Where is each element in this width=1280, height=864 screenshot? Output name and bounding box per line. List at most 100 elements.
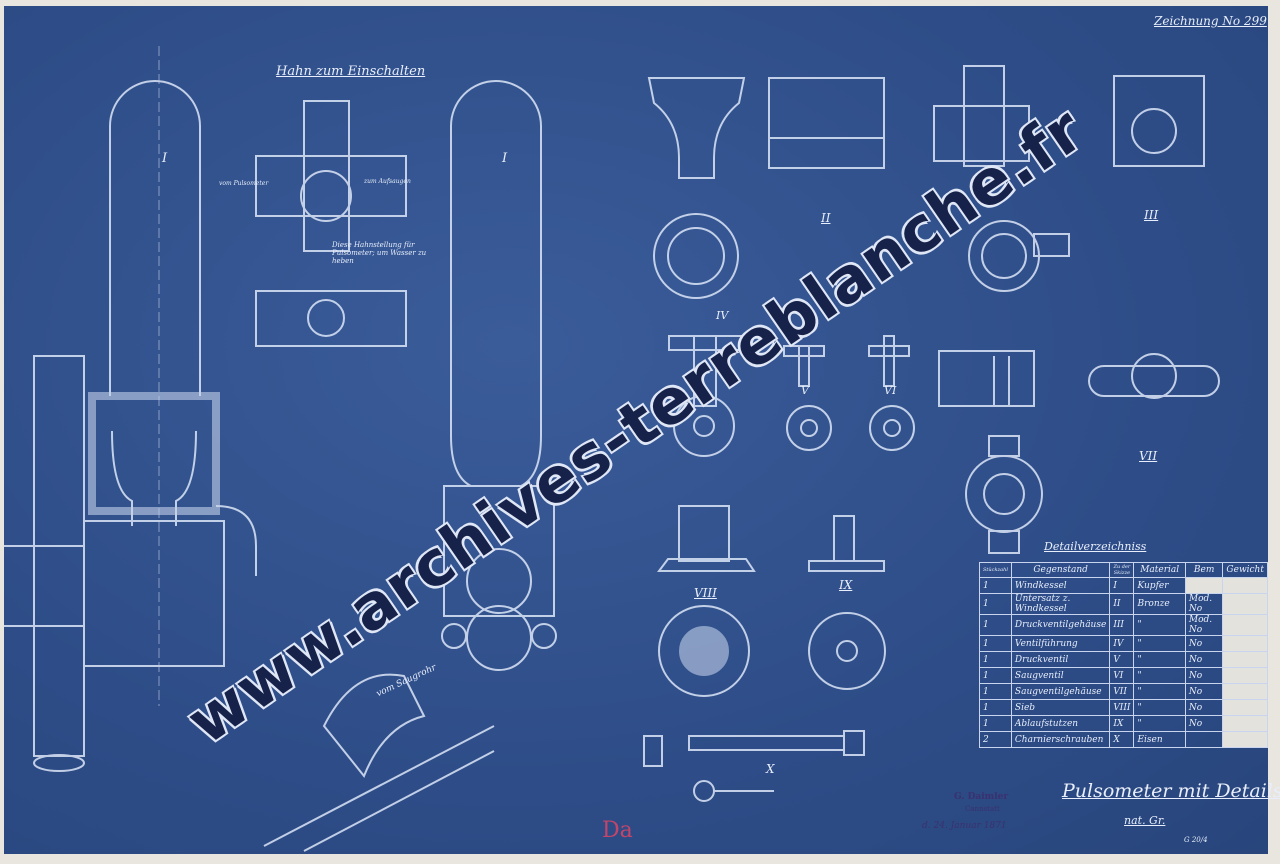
table-cell: " xyxy=(1133,715,1186,732)
table-cell: Windkessel xyxy=(1010,577,1111,594)
table-cell: " xyxy=(1133,667,1186,684)
table-cell: No xyxy=(1184,635,1224,652)
numeral-v: V xyxy=(801,384,809,397)
header-item: Gegenstand xyxy=(1010,562,1111,578)
drawing-scale: nat. Gr. xyxy=(1124,814,1166,827)
windkessel-left-drawing xyxy=(4,46,257,772)
table-cell: Kupfer xyxy=(1133,577,1186,594)
drawing-title: Pulsometer mit Details xyxy=(1062,780,1280,802)
table-cell: Mod. No xyxy=(1184,593,1224,615)
table-cell xyxy=(1184,577,1224,594)
numeral-iii: III xyxy=(1144,208,1159,222)
part-iii-drawing xyxy=(933,65,1205,292)
table-cell: Eisen xyxy=(1133,731,1186,748)
table-cell: IV xyxy=(1109,635,1135,652)
weight-cell xyxy=(1222,667,1268,684)
table-cell: II xyxy=(1109,593,1135,615)
table-cell: 1 xyxy=(979,667,1012,684)
table-cell: Ablaufstutzen xyxy=(1010,715,1111,732)
numeral-i-left: I xyxy=(162,151,168,166)
table-cell: Bronze xyxy=(1133,593,1186,615)
table-cell: I xyxy=(1109,577,1135,594)
header-remark: Bem xyxy=(1184,562,1224,578)
part-x-drawing xyxy=(643,730,865,802)
part-ii-drawing xyxy=(647,77,885,299)
weight-cell xyxy=(1222,614,1268,636)
table-cell: 1 xyxy=(979,577,1012,594)
red-mark: Da xyxy=(602,818,633,843)
weight-cell xyxy=(1222,577,1268,594)
table-cell: 1 xyxy=(979,635,1012,652)
hahn-heading: Hahn zum Einschalten xyxy=(276,64,426,79)
hahn-drawing xyxy=(255,100,407,347)
drawing-number: Zeichnung No 299 xyxy=(1154,14,1267,28)
table-cell: No xyxy=(1184,715,1224,732)
stamp-name: G. Daimler xyxy=(954,792,1009,802)
weight-cell xyxy=(1222,683,1268,700)
weight-cell xyxy=(1222,731,1268,748)
table-cell: VI xyxy=(1109,667,1135,684)
blueprint-sheet: Zeichnung No 299 Hahn zum Einschalten Di… xyxy=(4,6,1280,854)
header-sketch: Zu der Skizze xyxy=(1109,562,1135,578)
table-cell: III xyxy=(1109,614,1135,636)
table-cell: VII xyxy=(1109,683,1135,700)
numeral-iv: IV xyxy=(716,309,729,322)
header-count: Stückzahl xyxy=(979,562,1012,578)
table-cell: Charnierschrauben xyxy=(1010,731,1111,748)
parts-viii-ix-drawing xyxy=(657,505,886,697)
table-cell: Saugventilgehäuse xyxy=(1010,683,1111,700)
stamp-date: d. 24. Januar 1871 xyxy=(922,821,1007,831)
numeral-vii: VII xyxy=(1139,449,1158,463)
table-cell xyxy=(1184,731,1224,748)
table-cell: 1 xyxy=(979,715,1012,732)
weight-cell xyxy=(1222,635,1268,652)
table-cell: No xyxy=(1184,667,1224,684)
weight-cell xyxy=(1222,593,1268,615)
table-cell: Ventilführung xyxy=(1010,635,1111,652)
table-cell: Druckventilgehäuse xyxy=(1010,614,1111,636)
windkessel-right-drawing xyxy=(263,80,557,852)
table-cell: " xyxy=(1133,614,1186,636)
header-material: Material xyxy=(1133,562,1186,578)
numeral-x: X xyxy=(766,762,775,776)
table-cell: No xyxy=(1184,651,1224,668)
table-cell: " xyxy=(1133,683,1186,700)
weight-cell xyxy=(1222,699,1268,716)
hahn-note: Diese Hahnstellung für Pulsometer; um Wa… xyxy=(332,241,427,265)
numeral-viii: VIII xyxy=(694,586,717,600)
table-cell: 2 xyxy=(979,731,1012,748)
table-cell: Druckventil xyxy=(1010,651,1111,668)
table-cell: " xyxy=(1133,699,1186,716)
label-right-pipe: zum Aufsaugen xyxy=(364,178,411,185)
table-cell: IX xyxy=(1109,715,1135,732)
table-cell: 1 xyxy=(979,651,1012,668)
table-header-row: Stückzahl Gegenstand Zu der Skizze Mater… xyxy=(979,562,1268,578)
technical-drawings xyxy=(4,46,1220,852)
table-cell: V xyxy=(1109,651,1135,668)
numeral-ix: IX xyxy=(839,578,853,592)
weight-cell xyxy=(1222,715,1268,732)
table-cell: X xyxy=(1109,731,1135,748)
stamp-place: Cannstatt xyxy=(965,805,1000,813)
corner-note: G 20/4 xyxy=(1184,836,1208,844)
numeral-ii: II xyxy=(821,211,831,225)
table-cell: No xyxy=(1184,683,1224,700)
table-title: Detailverzeichniss xyxy=(1044,540,1147,553)
table-cell: 1 xyxy=(979,683,1012,700)
label-left-pipe: vom Pulsometer xyxy=(219,180,269,187)
table-cell: Saugventil xyxy=(1010,667,1111,684)
numeral-vi: VI xyxy=(884,384,897,397)
parts-iv-vi-drawing xyxy=(668,335,915,457)
table-cell: Sieb xyxy=(1010,699,1111,716)
weight-cell xyxy=(1222,651,1268,668)
table-cell: VIII xyxy=(1109,699,1135,716)
table-cell: " xyxy=(1133,651,1186,668)
